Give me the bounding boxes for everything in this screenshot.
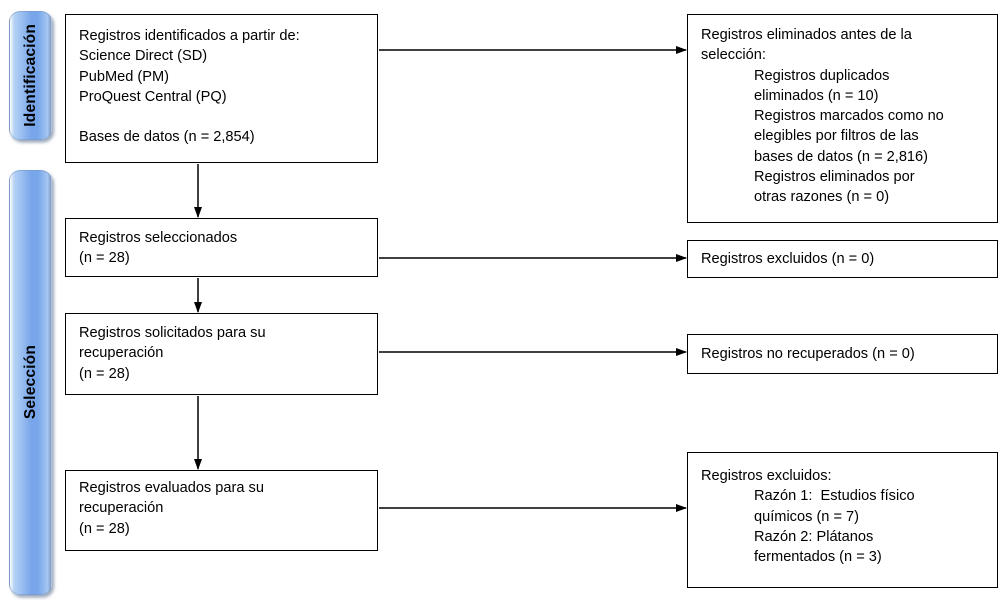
box-text-line: (n = 28) — [79, 520, 130, 537]
box-text-line: ProQuest Central (PQ) — [79, 88, 227, 105]
box-text-line: recuperación — [79, 500, 164, 517]
box-text-line: elegibles por filtros de las — [754, 128, 919, 145]
box-text-line: fermentados (n = 3) — [754, 549, 882, 566]
box-text-line: Registros solicitados para su — [79, 325, 266, 341]
box-text-line: Registros eliminados por — [754, 169, 915, 186]
stage-label-seleccion-text: Selección — [21, 345, 39, 420]
box-text-line: otras razones (n = 0) — [754, 189, 890, 206]
box-text-line: Registros no recuperados (n = 0) — [701, 346, 915, 362]
box-text-line: Registros marcados como no — [754, 108, 944, 125]
box-text-line: bases de datos (n = 2,816) — [754, 148, 929, 165]
box-records-excluded: Registros excluidos (n = 0) — [687, 240, 998, 278]
box-text-line: Registros seleccionados — [79, 230, 238, 246]
box-text-line: Registros duplicados — [754, 67, 890, 84]
box-records-excluded-with-reasons: Registros excluidos: Razón 1: Estudios fí… — [687, 452, 998, 588]
box-text-line: selección: — [701, 47, 766, 64]
box-text-line: Science Direct (SD) — [79, 48, 208, 65]
box-records-removed-before-screening: Registros eliminados antes de la selecció… — [687, 14, 998, 223]
box-records-assessed: Registros evaluados para su recuperación (… — [65, 470, 378, 551]
box-text-line: Registros excluidos: — [701, 468, 832, 484]
box-text-line: (n = 28) — [79, 250, 130, 267]
box-text-line: Registros identificados a partir de: — [79, 28, 300, 44]
box-text-line: Razón 2: Plátanos — [754, 528, 874, 545]
box-text-line: (n = 28) — [79, 365, 130, 382]
box-records-sought-for-retrieval: Registros solicitados para su recuperació… — [65, 313, 378, 395]
box-text-line: PubMed (PM) — [79, 68, 170, 85]
box-records-identified: Registros identificados a partir de: Scie… — [65, 14, 378, 163]
box-records-not-retrieved: Registros no recuperados (n = 0) — [687, 334, 998, 374]
box-text-line: Razón 1: Estudios físico — [754, 488, 915, 505]
stage-label-identificacion: Identificación — [9, 11, 52, 140]
box-text-line: Registros eliminados antes de la — [701, 27, 912, 43]
box-text-line: recuperación — [79, 345, 164, 362]
stage-label-identificacion-text: Identificación — [21, 24, 39, 127]
box-records-screened: Registros seleccionados (n = 28) — [65, 218, 378, 277]
box-text-line: Registros excluidos (n = 0) — [701, 251, 875, 267]
box-text-line — [79, 107, 365, 127]
box-text-line: químicos (n = 7) — [754, 508, 860, 525]
box-text-line: eliminados (n = 10) — [754, 87, 879, 104]
box-text-line: Bases de datos (n = 2,854) — [79, 129, 255, 146]
stage-label-seleccion: Selección — [9, 170, 52, 595]
box-text-line: Registros evaluados para su — [79, 480, 264, 496]
